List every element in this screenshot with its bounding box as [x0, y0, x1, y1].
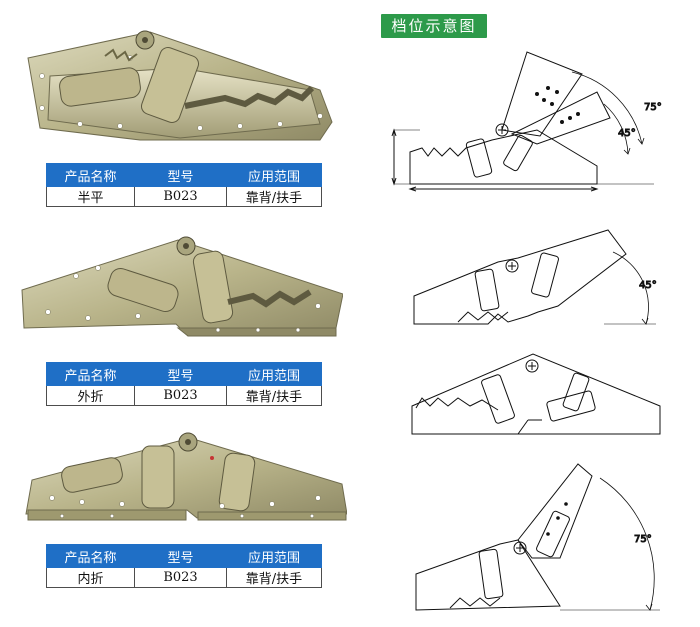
- angle-label-75: 75°: [644, 102, 662, 113]
- product-application: 靠背/扶手: [226, 385, 322, 406]
- header-model: 型号: [134, 544, 227, 568]
- header-model: 型号: [134, 362, 227, 386]
- position-diagram-2: 45°: [408, 226, 668, 336]
- product-model: B023: [134, 567, 227, 588]
- angle-label-75: 75°: [634, 534, 652, 545]
- product-name: 内折: [46, 567, 135, 588]
- angle-label-45: 45°: [639, 280, 657, 291]
- hinge-photo-2: [18, 232, 343, 344]
- spec-table-2: 产品名称 型号 应用范围 外折 B023 靠背/扶手: [46, 362, 322, 406]
- header-product-name: 产品名称: [46, 544, 135, 568]
- diagram-title: 档位示意图: [381, 14, 487, 38]
- product-application: 靠背/扶手: [226, 567, 322, 588]
- position-diagram-1: 75° 45°: [391, 44, 682, 204]
- angle-label-45: 45°: [618, 128, 636, 139]
- spec-table-1: 产品名称 型号 应用范围 半平 B023 靠背/扶手: [46, 163, 322, 207]
- product-model: B023: [134, 385, 227, 406]
- hinge-photo-1: [20, 28, 340, 150]
- product-model: B023: [134, 186, 227, 207]
- product-application: 靠背/扶手: [226, 186, 322, 207]
- header-application: 应用范围: [226, 163, 322, 187]
- product-name: 外折: [46, 385, 135, 406]
- header-product-name: 产品名称: [46, 163, 135, 187]
- position-diagram-3: [408, 350, 663, 440]
- spec-table-3: 产品名称 型号 应用范围 内折 B023 靠背/扶手: [46, 544, 322, 588]
- position-diagram-4: 75°: [410, 458, 670, 618]
- header-model: 型号: [134, 163, 227, 187]
- header-product-name: 产品名称: [46, 362, 135, 386]
- header-application: 应用范围: [226, 544, 322, 568]
- product-name: 半平: [46, 186, 135, 207]
- hinge-photo-3: [22, 428, 347, 524]
- header-application: 应用范围: [226, 362, 322, 386]
